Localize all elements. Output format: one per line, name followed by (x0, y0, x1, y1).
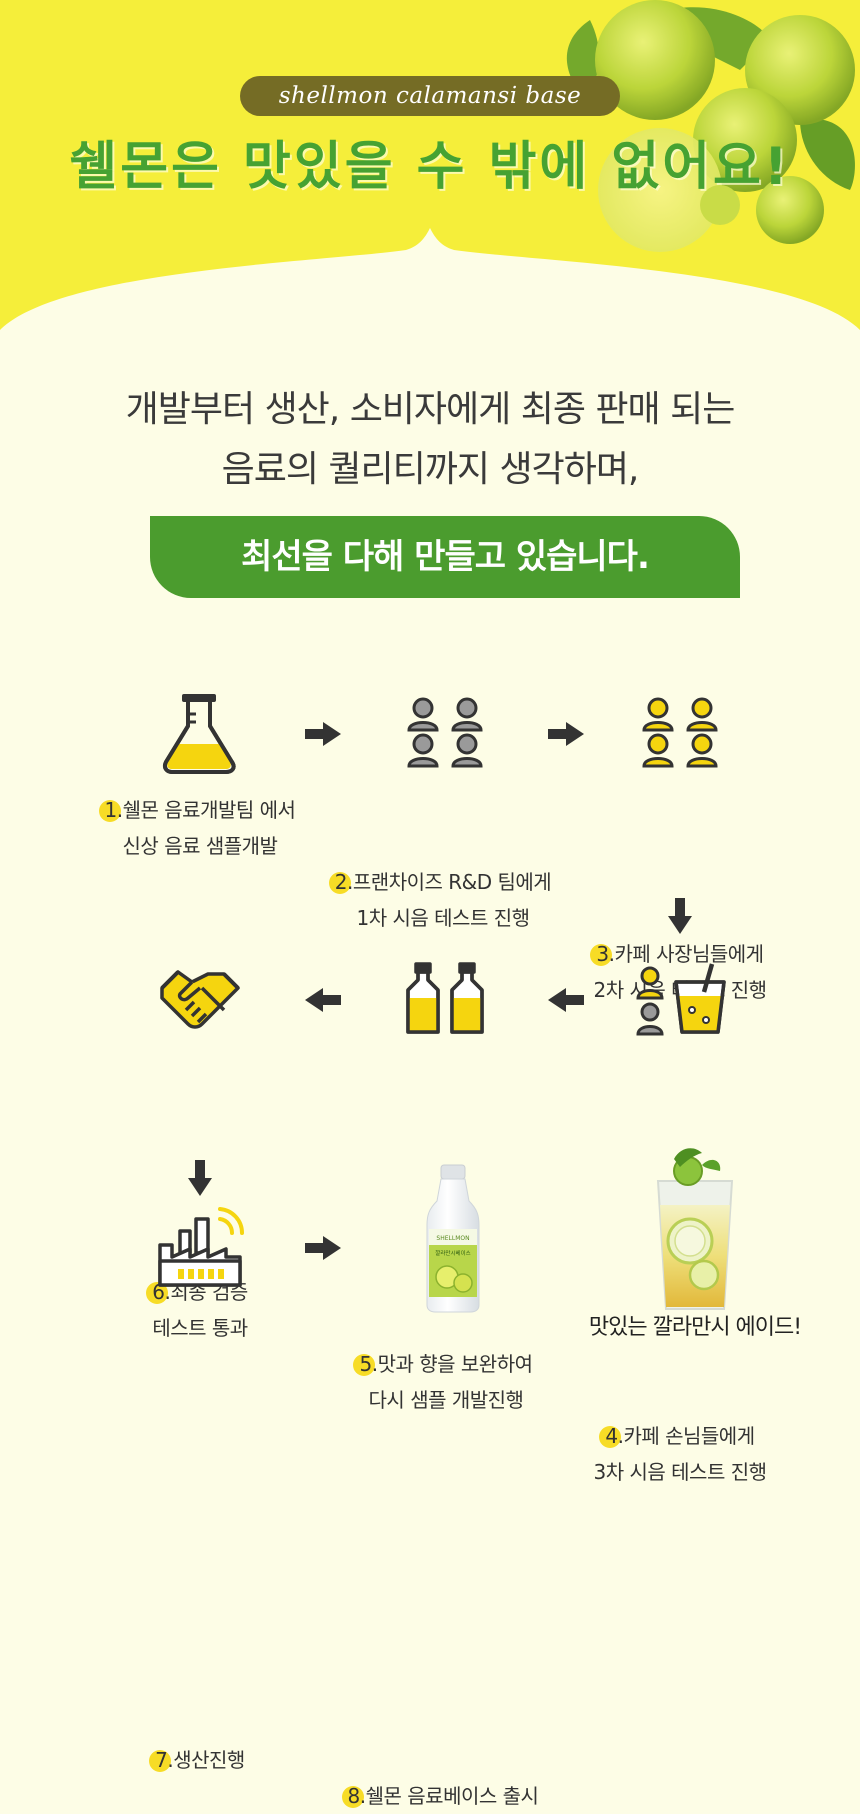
bottles-icon (406, 962, 484, 1034)
quality-banner-text: 최선을 다해 만들고 있습니다. (241, 537, 650, 577)
step-line-1: 쉘몬 음료개발팀 에서 (122, 798, 296, 822)
arrow-left-icon (548, 988, 584, 1012)
step-8-label: 8.쉘몬 음료베이스 출시 (313, 1778, 573, 1814)
brand-pill: shellmon calamansi base (240, 76, 620, 116)
step-number: 1. (98, 792, 123, 828)
arrow-right-icon (548, 722, 584, 746)
step-1-label: 1.쉘몬 음료개발팀 에서 신상 음료 샘플개발 (70, 792, 330, 864)
headline: 쉘몬은 맛있을 수 밖에 없어요! (69, 137, 791, 197)
step-line-2: 테스트 통과 (152, 1316, 248, 1340)
arrow-right-icon (305, 722, 341, 746)
step-number: 4. (599, 1418, 624, 1454)
arrow-down-icon (188, 1160, 212, 1196)
product-bottle-icon: SHELLMON 깔라만시베이스 (426, 1164, 480, 1313)
intro-line-1: 개발부터 생산, 소비자에게 최종 판매 되는 (125, 389, 736, 430)
step-line-1: 프랜차이즈 R&D 팀에게 (352, 870, 552, 894)
final-drink-label: 맛있는 깔라만시 에이드! (588, 1315, 802, 1340)
step-line-2: 신상 음료 샘플개발 (122, 834, 278, 858)
step-line-1: 카페 손님들에게 (623, 1424, 755, 1448)
step-5-label: 5.맛과 향을 보완하여 다시 샘플 개발진행 (316, 1346, 576, 1418)
header-background (0, 0, 860, 330)
step-2-label: 2.프랜차이즈 R&D 팀에게 1차 시음 테스트 진행 (313, 864, 573, 936)
people-yellow-icon (642, 697, 718, 768)
step-6-label: 6.최종 검증 테스트 통과 (70, 1274, 330, 1346)
step-line-1: 생산진행 (173, 1748, 245, 1772)
step-number: 2. (328, 864, 353, 900)
intro-line-2: 음료의 퀄리티까지 생각하며, (221, 449, 640, 490)
quality-banner: 최선을 다해 만들고 있습니다. (150, 516, 740, 598)
step-number: 7. (149, 1742, 174, 1778)
arrow-down-icon (668, 898, 692, 934)
factory-icon (158, 1207, 245, 1287)
step-line-2: 1차 시음 테스트 진행 (356, 906, 531, 930)
step-line-1: 카페 사장님들에게 (614, 942, 765, 966)
step-line-2: 다시 샘플 개발진행 (368, 1388, 524, 1412)
product-name: 깔라만시베이스 (435, 1249, 470, 1257)
step-number: 8. (341, 1778, 366, 1814)
step-line-1: 맛과 향을 보완하여 (377, 1352, 533, 1376)
arrow-right-icon (305, 1236, 341, 1260)
step-7-label: 7.생산진행 (70, 1742, 330, 1778)
step-number: 5. (353, 1346, 378, 1382)
product-brand: SHELLMON (436, 1235, 469, 1242)
people-gray-icon (407, 697, 483, 768)
calamansi-ade-icon (656, 1148, 734, 1310)
flask-icon (162, 694, 236, 774)
step-line-2: 3차 시음 테스트 진행 (593, 1460, 768, 1484)
handshake-icon (160, 970, 240, 1029)
step-number: 3. (590, 936, 615, 972)
arrow-left-icon (305, 988, 341, 1012)
customer-drink-icon (636, 963, 726, 1036)
step-line-1: 쉘몬 음료베이스 출시 (365, 1784, 539, 1808)
step-4-label: 4.카페 손님들에게 3차 시음 테스트 진행 (550, 1418, 810, 1490)
